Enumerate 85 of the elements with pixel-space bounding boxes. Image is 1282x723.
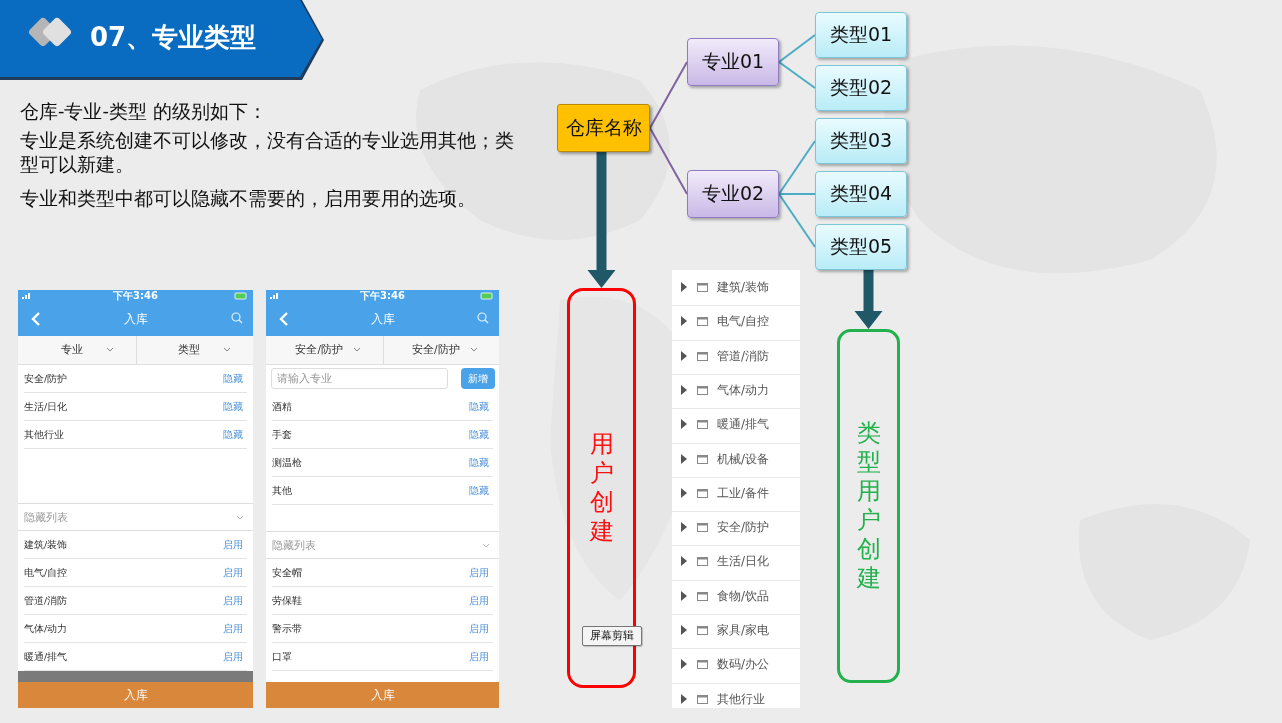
list-item-text: 生活/日化	[24, 401, 68, 413]
submit-button: 入库	[266, 682, 499, 708]
hide-link: 隐藏	[468, 428, 489, 441]
arrow	[587, 152, 616, 288]
paragraph: 专业和类型中都可以隐藏不需要的，启用要用的选项。	[20, 186, 477, 210]
vertical-label: 类型用户创建	[855, 419, 882, 593]
status-time: 下午3:46	[112, 290, 159, 302]
list-item-text: 建筑/装饰	[24, 539, 68, 551]
connector-line	[778, 140, 816, 195]
tab-label: 安全/防护	[410, 343, 461, 356]
process-box: 专业01	[687, 38, 779, 86]
process-box: 类型04	[815, 171, 907, 217]
vertical-label: 用户创建	[588, 430, 615, 546]
list-item-text: 食物/饮品	[717, 589, 770, 604]
list-item-text: 其他行业	[24, 429, 64, 441]
clip-tag: 屏幕剪辑	[582, 626, 642, 646]
list-item-text: 家具/家电	[717, 623, 770, 638]
enable-link: 启用	[468, 594, 489, 607]
submit-button: 入库	[18, 682, 253, 708]
list-item-text: 其他	[272, 485, 292, 497]
connector-line	[778, 34, 816, 63]
list-item-text: 酒精	[272, 401, 292, 413]
list-item-text: 电气/自控	[717, 314, 770, 329]
section-header: 隐藏列表	[24, 511, 68, 524]
list-item-text: 工业/备件	[717, 486, 770, 501]
process-box: 类型01	[815, 12, 907, 58]
list-item-text: 电气/自控	[24, 567, 68, 579]
list-item-text: 管道/消防	[24, 595, 68, 607]
list-item-text: 手套	[272, 429, 292, 441]
status-time: 下午3:46	[359, 290, 406, 302]
tab-label: 类型	[177, 343, 202, 356]
list-item-text: 气体/动力	[717, 383, 770, 398]
process-box: 类型05	[815, 224, 907, 270]
hide-link: 隐藏	[468, 400, 489, 413]
process-box: 专业02	[687, 170, 779, 218]
list-item-text: 机械/设备	[717, 452, 770, 467]
list-item-text: 测温枪	[272, 457, 302, 469]
list-item-text: 生活/日化	[717, 554, 770, 569]
list-item-text: 劳保鞋	[272, 595, 302, 607]
process-box: 类型02	[815, 65, 907, 111]
list-item-text: 其他行业	[717, 692, 765, 707]
connector-line	[778, 61, 816, 89]
connector-line	[649, 61, 688, 129]
connector-line	[649, 127, 688, 195]
enable-link: 启用	[468, 622, 489, 635]
hide-link: 隐藏	[468, 456, 489, 469]
enable-link: 启用	[222, 538, 243, 551]
connector-line	[778, 193, 816, 195]
list-item-text: 管道/消防	[717, 349, 770, 364]
list-item-text: 气体/动力	[24, 623, 68, 635]
hide-link: 隐藏	[222, 428, 243, 441]
header-title: 入库	[122, 311, 149, 328]
list-item-text: 警示带	[272, 623, 302, 635]
list-item-text: 口罩	[272, 651, 292, 663]
paragraph: 专业是系统创建不可以修改，没有合适的专业选用其他；类型可以新建。	[20, 128, 515, 176]
hide-link: 隐藏	[468, 484, 489, 497]
list-item-text: 安全帽	[272, 567, 302, 579]
list-item-text: 安全/防护	[24, 373, 68, 385]
title-text: 07、专业类型	[90, 21, 257, 54]
arrow	[854, 270, 883, 329]
enable-link: 启用	[468, 650, 489, 663]
rounded-box	[567, 288, 636, 688]
process-box: 仓库名称	[557, 104, 650, 152]
process-box: 类型03	[815, 118, 907, 164]
tab-label: 专业	[59, 343, 84, 356]
enable-link: 启用	[222, 622, 243, 635]
enable-link: 启用	[222, 594, 243, 607]
tab-label: 安全/防护	[294, 343, 344, 356]
connector-line	[778, 193, 816, 248]
paragraph: 仓库-专业-类型 的级别如下：	[20, 99, 268, 123]
enable-link: 启用	[468, 566, 489, 579]
enable-link: 启用	[222, 650, 243, 663]
input-field: 请输入专业	[271, 368, 448, 389]
list-item-text: 数码/办公	[717, 657, 770, 672]
hide-link: 隐藏	[222, 400, 243, 413]
list-item-text: 建筑/装饰	[717, 280, 770, 295]
header-title: 入库	[369, 311, 396, 328]
list-item-text: 暖通/排气	[717, 417, 770, 432]
list-item-text: 暖通/排气	[24, 651, 68, 663]
hide-link: 隐藏	[222, 372, 243, 385]
section-header: 隐藏列表	[272, 539, 316, 552]
enable-link: 启用	[222, 566, 243, 579]
rounded-box	[837, 329, 900, 683]
list-item-text: 安全/防护	[717, 520, 770, 535]
add-button: 新增	[461, 368, 495, 389]
